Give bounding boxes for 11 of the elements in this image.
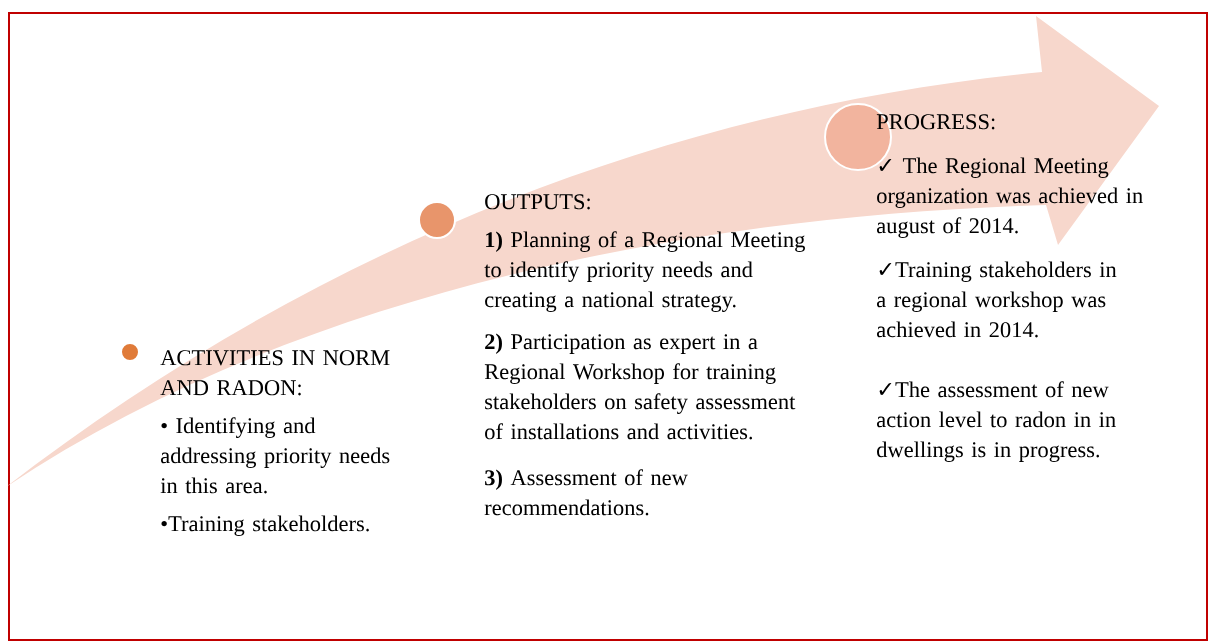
list-item: 3) Assessment of new recommendations.: [484, 469, 688, 516]
list-item: ✓Training stakeholders in a regional workshop was achieved in 2014.: [877, 261, 1117, 338]
list-item: 1) Planning of a Regional Meeting to identify priority needs and creating a national strategy.: [484, 231, 805, 312]
list-item: 2) Participation as expert in a Regional Workshop for training stakeholders on safety assessment of installations and activities.: [484, 333, 796, 440]
heading: OUTPUTS:: [485, 194, 590, 210]
list-item: ✓The assessment of new action level to radon in in dwellings is in progress.: [877, 381, 1116, 462]
heading: PROGRESS:: [876, 114, 995, 130]
heading: ACTIVITIES IN NORM AND RADON:: [160, 350, 390, 396]
list-item: • Identifying and addressing priority needs in this area.: [160, 417, 390, 494]
list-item: •Training stakeholders.: [161, 515, 369, 536]
list-item: ✓ The Regional Meeting organization was achieved in august of 2014.: [877, 157, 1143, 238]
